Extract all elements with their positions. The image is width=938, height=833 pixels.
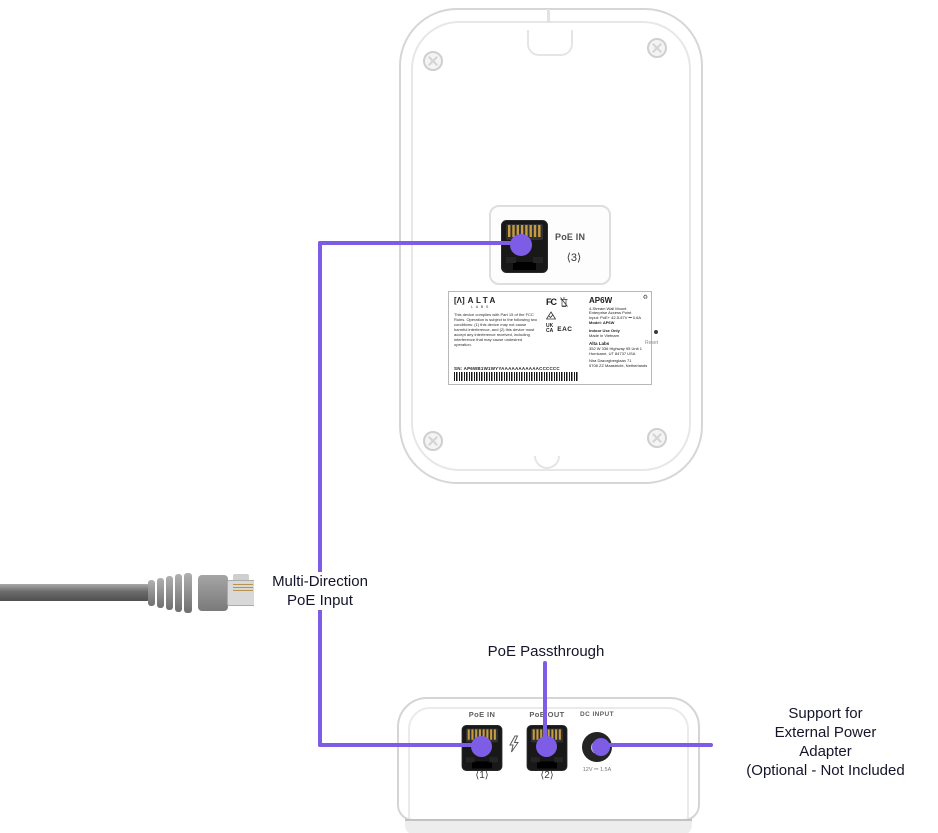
alta-logo-subtext: LABS bbox=[471, 305, 492, 309]
cable-ridge bbox=[166, 576, 173, 610]
poe-out-connection-dot bbox=[536, 736, 557, 757]
lightning-bolt-icon bbox=[509, 735, 519, 753]
regulatory-marks: FC UK CA EAC bbox=[546, 297, 584, 334]
poe-in-connection-dot bbox=[510, 234, 532, 256]
bottom-poe-in-connection-dot bbox=[471, 736, 492, 757]
poe-out-label: PoE OUT bbox=[529, 710, 565, 719]
screw-icon bbox=[423, 431, 443, 451]
indoor-use-note: Indoor Use Only bbox=[589, 327, 620, 333]
rj45-plug-pins bbox=[233, 584, 253, 593]
dc-rating: 12V ⎓ 1.5A bbox=[582, 767, 612, 773]
connector-line-left-vertical bbox=[318, 241, 322, 747]
screw-icon bbox=[423, 51, 443, 71]
alta-logo-bracket: [Λ] bbox=[454, 296, 465, 305]
connector-line-bottom-horizontal bbox=[318, 743, 484, 747]
cable-ridge bbox=[184, 573, 192, 613]
poe-in-label: PoE IN bbox=[468, 710, 496, 719]
barcode bbox=[454, 372, 578, 381]
access-point-bottom-view bbox=[397, 697, 700, 821]
access-point-back-face bbox=[411, 21, 691, 471]
eac-mark: EAC bbox=[557, 325, 573, 333]
connector-line-dc-horizontal bbox=[600, 743, 713, 747]
rj45-plug-latch bbox=[233, 574, 249, 581]
cable-ridge bbox=[175, 574, 182, 612]
screw-icon bbox=[647, 428, 667, 448]
dc-input-label: DC INPUT bbox=[580, 711, 614, 718]
weee-bin-icon bbox=[560, 297, 568, 307]
model-number: Model: AP6W bbox=[589, 319, 615, 325]
manufacturer-address: 352 W 336 Highway 95 Unit 1 bbox=[589, 345, 642, 351]
screw-icon bbox=[647, 38, 667, 58]
model-name: AP6W bbox=[589, 296, 613, 305]
cable-ridge bbox=[157, 578, 164, 608]
poe-in-port-number: ⟨1⟩ bbox=[475, 770, 489, 781]
mount-slit bbox=[547, 9, 550, 23]
alta-labs-logo: [Λ] ALTA bbox=[454, 296, 498, 305]
power-input-spec: Input: PoE+ 42.5-57V ⎓ 0.6A bbox=[589, 315, 642, 321]
eu-rep-address: Nira Dazorgberglaan 71 bbox=[589, 358, 632, 364]
annotation-poe-passthrough: PoE Passthrough bbox=[451, 642, 641, 661]
label-product-info: AP6W 4-Stream Wall Mount Enterprise Acce… bbox=[589, 296, 649, 369]
model-description: Enterprise Access Point bbox=[589, 310, 632, 316]
fcc-mark: FC bbox=[546, 297, 557, 307]
annotation-external-power-adapter: Support for External Power Adapter (Opti… bbox=[713, 704, 938, 780]
top-port-label: PoE IN bbox=[555, 232, 586, 242]
cable-ridge bbox=[148, 580, 155, 606]
recycle-icon: ♻ bbox=[642, 295, 648, 301]
reset-label: Reset bbox=[645, 340, 659, 346]
serial-number: SN: AP6WB1W1WYYAAAAAAAAAAACCCCCC bbox=[454, 366, 560, 371]
poe-out-port-number: ⟨2⟩ bbox=[540, 770, 554, 781]
manufacturer-name: Alta Labs bbox=[589, 341, 610, 347]
ukca-mark: UK CA bbox=[546, 323, 554, 334]
reset-pinhole bbox=[654, 330, 658, 334]
alta-logo-text: ALTA bbox=[467, 296, 498, 305]
rcm-icon bbox=[546, 311, 556, 320]
rj45-port-icon bbox=[501, 220, 548, 273]
cable-shaft bbox=[0, 584, 152, 601]
top-port-number: ⟨3⟩ bbox=[566, 252, 582, 264]
cable-boot bbox=[198, 575, 228, 611]
connector-line-passthrough-vertical bbox=[543, 661, 547, 747]
eu-rep-address: 5708 ZZ Maastricht, Netherlands bbox=[589, 363, 648, 369]
dc-input-connection-dot bbox=[592, 738, 610, 756]
access-point-bottom-contour bbox=[408, 707, 689, 819]
connector-line-top-horizontal bbox=[318, 241, 522, 245]
mount-tab bbox=[527, 30, 573, 56]
product-label: [Λ] ALTA LABS This device complies with … bbox=[448, 291, 652, 385]
mount-base-edge bbox=[405, 819, 692, 833]
manufacturer-address: Hurricane, UT 84737 USA bbox=[589, 350, 636, 356]
annotation-multi-direction-poe-input: Multi-Direction PoE Input bbox=[254, 572, 386, 610]
model-description: 4-Stream Wall Mount bbox=[589, 305, 627, 311]
made-in-note: Made in Vietnam bbox=[589, 332, 619, 338]
rj45-plug-icon bbox=[227, 580, 257, 606]
fcc-compliance-text: This device complies with Part 15 of the… bbox=[454, 312, 537, 347]
